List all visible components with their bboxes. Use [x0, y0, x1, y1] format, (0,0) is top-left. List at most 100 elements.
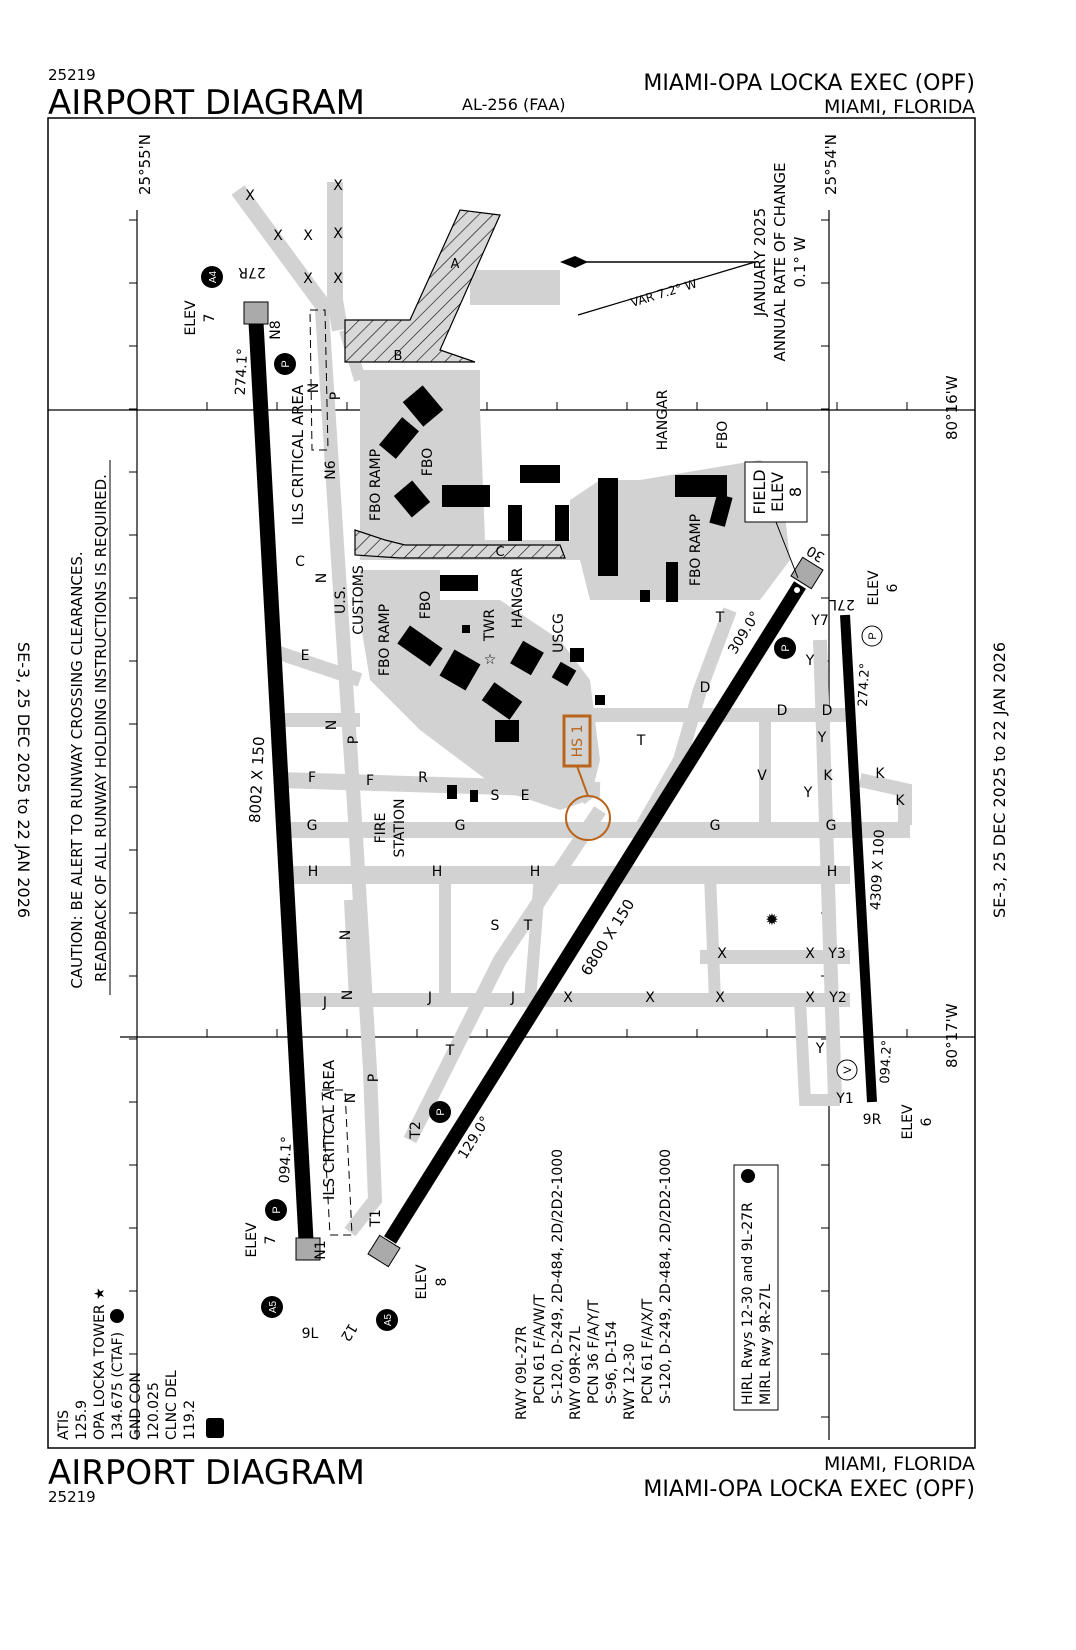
us-customs-label-2: CUSTOMS [351, 565, 367, 635]
rwy-info-weights: S-120, D-249, 2D-484, 2D/2D2-1000 [550, 1149, 566, 1404]
ground-label: GND CON [128, 1372, 144, 1440]
taxiway-label: K [895, 793, 905, 809]
fbo-ramp-north [360, 370, 790, 600]
papi-marker-icon [774, 637, 796, 659]
taxiway-label: J [322, 995, 327, 1011]
taxiway-label: Y [805, 653, 815, 669]
taxiway-label: N [306, 383, 322, 393]
d-atis-icon [206, 1418, 224, 1438]
buildings [379, 385, 733, 802]
lighting-icon [110, 1309, 124, 1323]
hot-spot-label: HS 1 [570, 725, 586, 758]
taxiway-label: X [333, 226, 343, 242]
hangar-label-1: HANGAR [655, 389, 671, 450]
papi-marker-label: P [780, 644, 792, 651]
taxiway-label: X [563, 990, 573, 1006]
runway-end-9r: 9R [863, 1112, 882, 1128]
chart-number: 25219 [48, 66, 96, 84]
runway-end-12: 12 [337, 1320, 360, 1344]
runway-end-9l: 9L [302, 1326, 319, 1342]
papi-marker-label: P [867, 632, 879, 639]
papi-marker-label: P [271, 1206, 283, 1213]
runway-end-27r: 27R [238, 264, 266, 280]
taxiway-label: N1 [313, 1240, 329, 1259]
a5-marker-icon [261, 1296, 283, 1318]
taxiway-label: G [455, 818, 466, 834]
lighting-icon [741, 1169, 755, 1183]
taxiway-label: P [366, 1074, 382, 1082]
vasi-marker-icon [836, 1059, 858, 1081]
elev-label-9l: ELEV [244, 1222, 260, 1257]
caution-line-1: CAUTION: BE ALERT TO RUNWAY CROSSING CLE… [68, 551, 86, 988]
field-elev-line1: FIELD [750, 469, 769, 514]
taxiway-label: F [308, 770, 316, 786]
rwy-info-pcn: PCN 61 F/A/W/T [532, 1294, 548, 1404]
taxiway-label: X [717, 946, 727, 962]
tower-frequency: 134.675 (CTAF) [110, 1332, 126, 1440]
procedure-id: AL-256 (FAA) [462, 95, 566, 114]
taxiway-label: H [308, 864, 319, 880]
tower-name-label: OPA LOCKA TOWER ★ [92, 1287, 108, 1440]
taxiway-label: X [245, 188, 255, 204]
mag-var-rate: 0.1° W [791, 236, 809, 287]
longitude-east-label: 80°16'W [943, 375, 961, 440]
elev-label-27l: ELEV [866, 570, 882, 605]
taxiway-label: C [295, 554, 305, 570]
rwy-info-pcn: PCN 36 F/A/Y/T [586, 1299, 602, 1404]
footer-title: AIRPORT DIAGRAM [48, 1453, 365, 1493]
papi-marker-icon [861, 625, 883, 647]
taxiway-label: N [324, 720, 340, 730]
rwy-info-weights: S-120, D-249, 2D-484, 2D/2D2-1000 [658, 1149, 674, 1404]
elev-label-12: ELEV [414, 1264, 430, 1299]
papi-marker-label: P [280, 360, 292, 367]
taxiway-label: K [823, 768, 833, 784]
taxiway-label: F [366, 773, 374, 789]
runway-end-27l: 27L [829, 596, 855, 612]
taxiway-label: T [445, 1043, 455, 1059]
fbo-label-1: FBO [420, 448, 436, 476]
vasi-marker-label: V [842, 1066, 854, 1074]
a4-marker-icon [201, 266, 223, 288]
footer-airport: MIAMI-OPA LOCKA EXEC (OPF) [643, 1477, 975, 1502]
elev-value-9r: 6 [919, 1117, 935, 1126]
fire-station-label-2: STATION [392, 798, 408, 857]
taxiway-label: N [314, 573, 330, 583]
ramp-a-apron [470, 270, 560, 305]
taxiway-label: X [715, 990, 725, 1006]
lighting-box [733, 1164, 779, 1411]
taxiway-label: N6 [323, 460, 339, 479]
runway-info-block: RWY 09L-27R PCN 61 F/A/W/T S-120, D-249,… [514, 1149, 674, 1420]
taxiway-label: P [328, 392, 344, 400]
fire-station-label-1: FIRE [373, 813, 389, 844]
taxiway-label: X [805, 946, 815, 962]
taxiway-label: G [826, 818, 837, 834]
taxiway-label: N [343, 1093, 359, 1103]
runway-12-30 [384, 581, 806, 1244]
taxiway-label: Y7 [810, 613, 828, 629]
elev-value-9l: 7 [263, 1236, 279, 1245]
taxiway-label: N8 [268, 320, 284, 339]
taxiway-label: J [427, 990, 432, 1006]
elev-value-12: 8 [434, 1278, 450, 1287]
a5-marker-label: A5 [383, 1313, 394, 1326]
rwy-info-id: RWY 09R-27L [568, 1326, 584, 1420]
ils-critical-area-south [321, 1089, 353, 1236]
taxiway-label: R [418, 770, 428, 786]
taxiway-label: G [710, 818, 721, 834]
rwy-info-id: RWY 09L-27R [514, 1326, 530, 1420]
clearance-frequency: 119.2 [182, 1400, 198, 1440]
taxiway-label: D [700, 680, 711, 696]
lighting-line-2: MIRL Rwy 9R-27L [758, 1284, 774, 1405]
a4-marker-label: A4 [208, 270, 219, 283]
atis-label: ATIS [56, 1410, 72, 1440]
papi-marker-label: P [435, 1108, 447, 1115]
taxiway-label: T2 [408, 1121, 424, 1139]
fbo-label-2: FBO [715, 421, 731, 449]
taxiway-label: H [432, 864, 443, 880]
taxiway-label: E [521, 788, 530, 804]
graticule-ticks [129, 219, 908, 1418]
taxiway-label: Y [803, 785, 813, 801]
beacon-icon: ✹ [765, 910, 778, 929]
chart-title: AIRPORT DIAGRAM [48, 83, 365, 123]
rwy-info-id: RWY 12-30 [622, 1343, 638, 1420]
